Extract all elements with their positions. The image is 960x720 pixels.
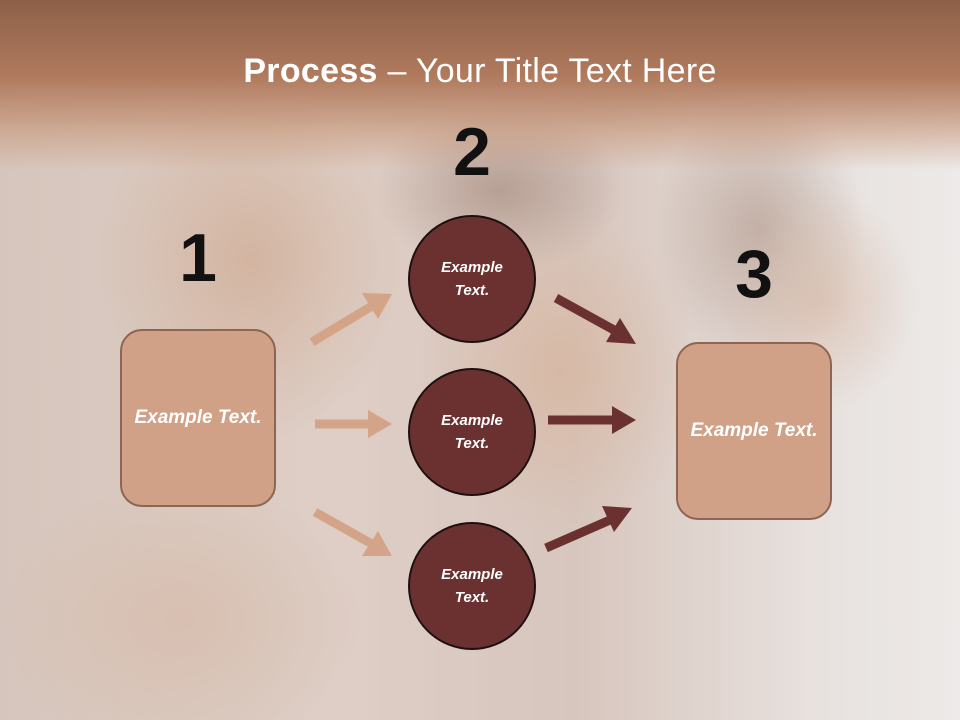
process-circle-middle[interactable]: Example Text. [408,368,536,496]
step-number-1: 1 [179,220,217,296]
step-number-2: 2 [453,114,491,190]
slide-title: Process – Your Title Text Here [0,52,960,91]
process-circle-bottom[interactable]: Example Text. [408,522,536,650]
title-rest: – Your Title Text Here [377,52,717,90]
process-box-right[interactable]: Example Text. [676,342,832,520]
process-circle-top[interactable]: Example Text. [408,215,536,343]
title-bold: Process [243,52,378,90]
process-box-left[interactable]: Example Text. [120,329,276,507]
title-band [0,0,960,170]
process-circle-middle-label: Example Text. [441,411,503,452]
process-box-right-label: Example Text. [690,419,818,441]
process-box-left-label: Example Text. [134,406,262,428]
process-circle-top-label: Example Text. [441,258,503,299]
step-number-3: 3 [735,236,773,312]
process-circle-bottom-label: Example Text. [441,565,503,606]
